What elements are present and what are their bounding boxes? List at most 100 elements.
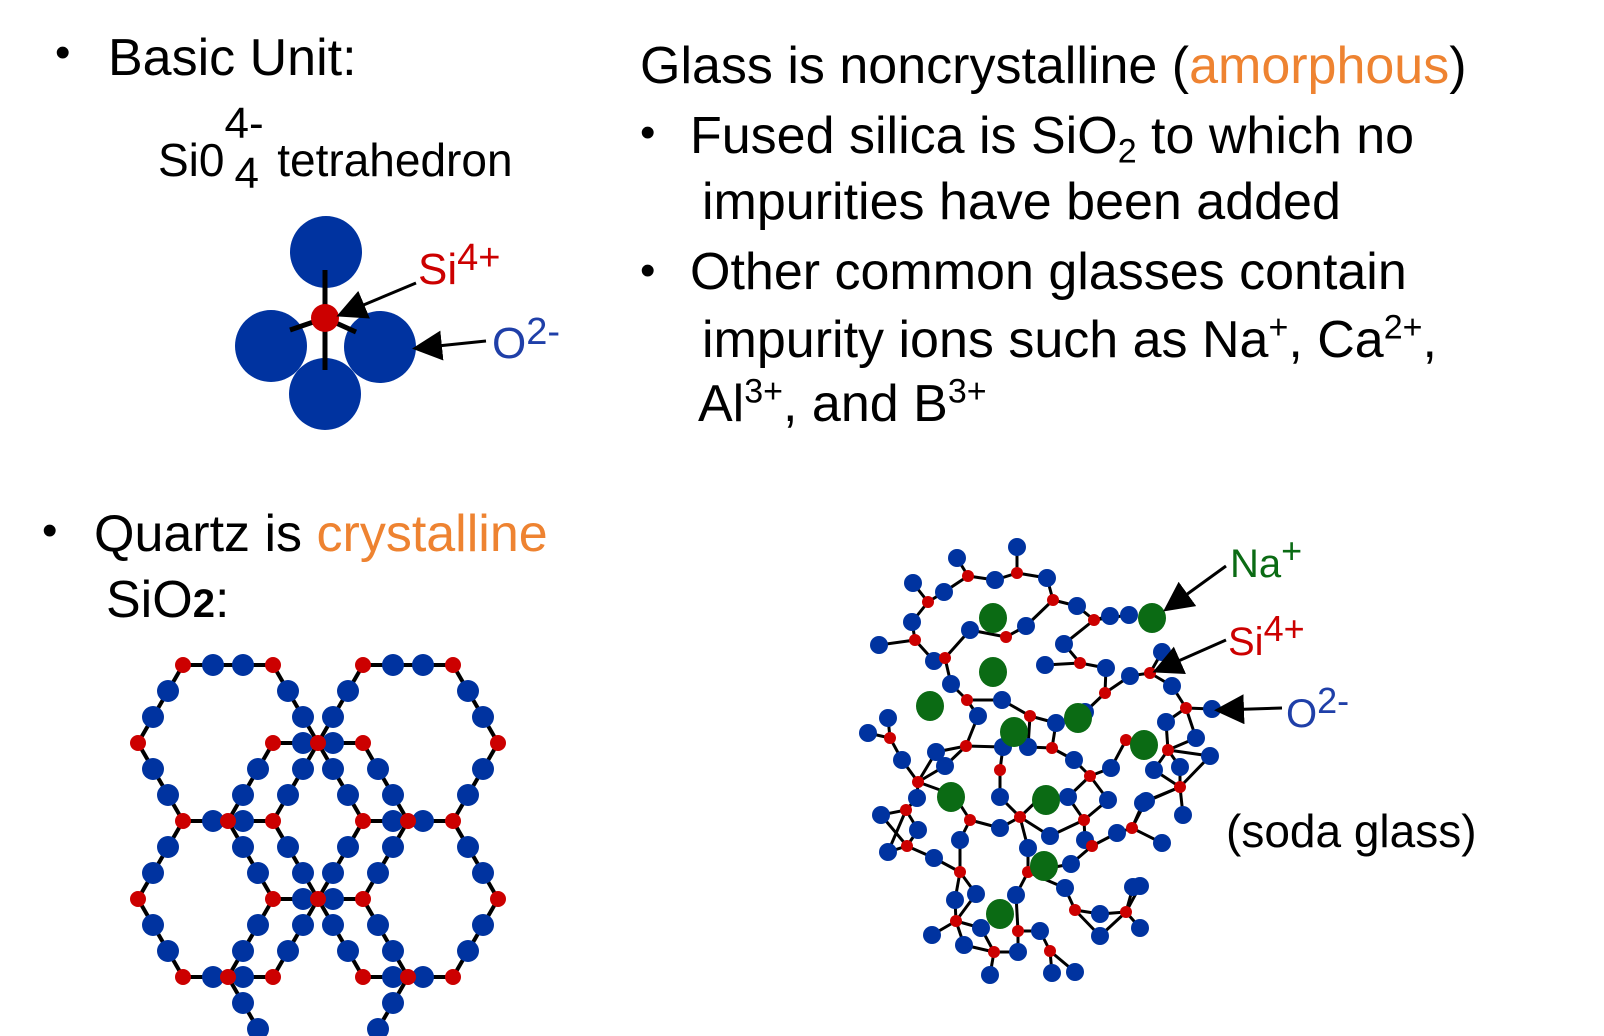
si-ion-label-glass: Si4+ [1228, 611, 1305, 663]
bold-subscript: 2 [192, 582, 215, 626]
oxygen-atom [247, 862, 269, 884]
text-span: , and B [783, 375, 948, 433]
oxygen-atom [859, 724, 877, 742]
oxygen-atom [1059, 788, 1077, 806]
silicon-atom [1174, 781, 1186, 793]
bond [226, 742, 275, 822]
oxygen-atom [232, 784, 254, 806]
si-ion-label-tetra: Si4+ [418, 239, 500, 292]
oxygen-atom [879, 843, 897, 861]
sodium-ion [1138, 603, 1166, 633]
quartz-formula: SiO2: [106, 574, 229, 626]
text-span: , [1422, 311, 1437, 369]
text-span: SiO [106, 571, 193, 629]
oxygen-atom [904, 574, 922, 592]
oxygen-atom [1099, 791, 1117, 809]
superscript: 3+ [947, 372, 987, 411]
sodium-ion [979, 603, 1007, 633]
silicon-atom [1011, 567, 1023, 579]
glass-title-suffix: ) [1449, 37, 1467, 95]
silicon-atom [1120, 906, 1132, 918]
charge: 2- [1317, 680, 1350, 721]
silicon-atom [1162, 744, 1174, 756]
oxygen-atom [1009, 943, 1027, 961]
oxygen-atom [367, 862, 389, 884]
other-glasses-line1: Other common glasses contain [690, 243, 1407, 301]
oxygen-atom [925, 652, 943, 670]
oxygen-atom [337, 836, 359, 858]
quartz-lattice [130, 654, 506, 1036]
silicon-atom [939, 652, 951, 664]
silicon-atom [1144, 667, 1156, 679]
oxygen-atom [991, 788, 1009, 806]
text-span: impurity ions such as Na [702, 311, 1269, 369]
bond [451, 664, 500, 744]
oxygen-atom [1097, 659, 1115, 677]
glass-title: Glass is noncrystalline (amorphous) [640, 40, 1467, 92]
silicon-atom [1099, 687, 1111, 699]
oxygen-atom [1157, 713, 1175, 731]
bond [451, 898, 500, 978]
oxygen-atom [1019, 839, 1037, 857]
oxygen-atom [1066, 963, 1084, 981]
oxygen-atom [412, 966, 434, 988]
o-ion-label-tetra: O2- [492, 313, 560, 366]
silicon-atom [1024, 710, 1036, 722]
oxygen-atom [382, 784, 404, 806]
oxygen-atom [382, 836, 404, 858]
bond [136, 820, 185, 900]
silicon-atom [954, 866, 966, 878]
oxygen-atom [961, 621, 979, 639]
oxygen-atom [292, 888, 314, 910]
oxygen-atom [247, 758, 269, 780]
silicon-atom [265, 891, 281, 907]
other-glasses-line3: Al3+, and B3+ [698, 374, 987, 433]
oxygen-atom [382, 992, 404, 1014]
silicon-atom [1074, 657, 1086, 669]
oxygen-atom [337, 784, 359, 806]
bond [226, 820, 275, 900]
oxygen-atom [247, 914, 269, 936]
oxygen-atom [993, 691, 1011, 709]
oxygen-atom [893, 751, 911, 769]
oxygen-atom [367, 914, 389, 936]
oxygen-atom [1068, 597, 1086, 615]
superscript: 2+ [1383, 308, 1423, 347]
oxygen-atom [367, 758, 389, 780]
oxygen-atom [1017, 617, 1035, 635]
oxygen-atom [1145, 761, 1163, 779]
oxygen-atom [142, 758, 164, 780]
oxygen-atom [232, 836, 254, 858]
oxygen-atom [322, 914, 344, 936]
silicon-atom [265, 657, 281, 673]
oxygen-atom [232, 966, 254, 988]
bond [316, 664, 365, 744]
text-span: O [1286, 692, 1318, 736]
silicon-atom [265, 969, 281, 985]
fused-silica-line2: impurities have been added [702, 173, 1341, 231]
oxygen-atom [1171, 758, 1189, 776]
quartz-heading: Quartz is crystalline [94, 508, 548, 560]
sodium-ion [1000, 717, 1028, 747]
silicon-atom [220, 813, 236, 829]
silicon-atom [130, 735, 146, 751]
oxygen-atom [927, 743, 945, 761]
oxygen-atom [277, 784, 299, 806]
formula-suffix: tetrahedron [277, 134, 513, 186]
silicon-atom [884, 732, 896, 744]
silicon-atom [988, 946, 1000, 958]
oxygen-atom [1065, 751, 1083, 769]
oxygen-atom [157, 836, 179, 858]
oxygen-atom [457, 940, 479, 962]
oxygen-atom [925, 849, 943, 867]
silicon-atom [1086, 840, 1098, 852]
oxygen-atom [472, 706, 494, 728]
oxygen-atom [1008, 538, 1026, 556]
oxygen-atom [292, 862, 314, 884]
oxygen-atom [202, 966, 224, 988]
oxygen-atom [908, 789, 926, 807]
silicon-atom [130, 891, 146, 907]
oxygen-atom [1062, 855, 1080, 873]
bullet-dot: • [55, 28, 71, 77]
oxygen-atom [1036, 656, 1054, 674]
